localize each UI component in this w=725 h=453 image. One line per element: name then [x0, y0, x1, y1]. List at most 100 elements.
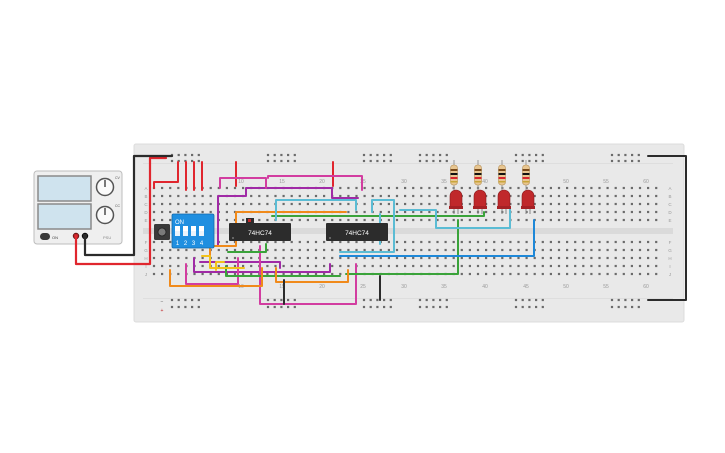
breadboard-hole[interactable]: [152, 194, 156, 198]
breadboard-hole[interactable]: [266, 153, 270, 157]
breadboard-hole[interactable]: [514, 159, 518, 163]
breadboard-hole[interactable]: [197, 159, 200, 163]
breadboard-hole[interactable]: [566, 194, 569, 198]
breadboard-hole[interactable]: [439, 159, 442, 163]
breadboard-hole[interactable]: [363, 240, 366, 244]
breadboard-hole[interactable]: [395, 202, 399, 206]
breadboard-hole[interactable]: [290, 248, 293, 252]
breadboard-hole[interactable]: [566, 218, 569, 222]
breadboard-hole[interactable]: [280, 298, 283, 302]
breadboard-hole[interactable]: [371, 264, 374, 268]
breadboard-hole[interactable]: [369, 305, 372, 309]
breadboard-hole[interactable]: [209, 272, 212, 276]
breadboard-hole[interactable]: [493, 194, 496, 198]
breadboard-hole[interactable]: [460, 210, 463, 214]
wire-cyan[interactable]: [399, 207, 511, 229]
breadboard-hole[interactable]: [177, 305, 180, 309]
breadboard-hole[interactable]: [549, 210, 552, 214]
breadboard-hole[interactable]: [533, 194, 536, 198]
breadboard-hole[interactable]: [201, 202, 204, 206]
breadboard-hole[interactable]: [314, 218, 318, 222]
breadboard-hole[interactable]: [528, 298, 531, 302]
breadboard-hole[interactable]: [282, 194, 285, 198]
breadboard-hole[interactable]: [606, 186, 609, 190]
breadboard-hole[interactable]: [184, 298, 187, 302]
breadboard-hole[interactable]: [177, 159, 180, 163]
breadboard-hole[interactable]: [622, 272, 625, 276]
breadboard-hole[interactable]: [528, 159, 531, 163]
breadboard-hole[interactable]: [363, 194, 366, 198]
breadboard-hole[interactable]: [217, 248, 220, 252]
breadboard-hole[interactable]: [347, 210, 350, 214]
breadboard-hole[interactable]: [509, 248, 512, 252]
breadboard-hole[interactable]: [258, 240, 261, 244]
breadboard-hole[interactable]: [533, 202, 536, 206]
breadboard-hole[interactable]: [331, 272, 334, 276]
breadboard-hole[interactable]: [557, 218, 561, 222]
breadboard-hole[interactable]: [541, 186, 544, 190]
breadboard-hole[interactable]: [574, 240, 577, 244]
breadboard-hole[interactable]: [161, 202, 164, 206]
breadboard-hole[interactable]: [185, 210, 188, 214]
breadboard-hole[interactable]: [323, 202, 326, 206]
breadboard-hole[interactable]: [420, 186, 423, 190]
breadboard-hole[interactable]: [468, 248, 471, 252]
wire-magenta[interactable]: [267, 175, 363, 191]
breadboard-hole[interactable]: [535, 159, 538, 163]
breadboard-hole[interactable]: [242, 272, 245, 276]
breadboard-hole[interactable]: [314, 248, 318, 252]
breadboard-hole[interactable]: [549, 194, 552, 198]
breadboard-hole[interactable]: [485, 264, 488, 268]
breadboard-hole[interactable]: [501, 264, 504, 268]
breadboard-hole[interactable]: [169, 256, 172, 260]
breadboard-hole[interactable]: [493, 248, 496, 252]
breadboard-hole[interactable]: [298, 248, 301, 252]
breadboard-hole[interactable]: [452, 264, 455, 268]
breadboard-hole[interactable]: [566, 256, 569, 260]
breadboard-hole[interactable]: [225, 210, 228, 214]
breadboard-hole[interactable]: [266, 264, 269, 268]
breadboard-hole[interactable]: [339, 240, 342, 244]
breadboard-hole[interactable]: [290, 240, 293, 244]
breadboard-hole[interactable]: [306, 218, 309, 222]
breadboard-hole[interactable]: [161, 186, 164, 190]
breadboard-hole[interactable]: [266, 194, 269, 198]
breadboard-hole[interactable]: [598, 240, 601, 244]
breadboard-hole[interactable]: [614, 272, 617, 276]
breadboard-hole[interactable]: [638, 210, 642, 214]
breadboard-hole[interactable]: [274, 240, 277, 244]
breadboard-hole[interactable]: [379, 202, 382, 206]
breadboard-hole[interactable]: [630, 264, 633, 268]
breadboard-hole[interactable]: [387, 240, 390, 244]
resistor[interactable]: [522, 160, 530, 192]
breadboard-hole[interactable]: [445, 305, 448, 309]
wire-green[interactable]: [345, 219, 459, 275]
breadboard-hole[interactable]: [460, 240, 463, 244]
breadboard-hole[interactable]: [339, 194, 342, 198]
breadboard-hole[interactable]: [197, 305, 200, 309]
breadboard-hole[interactable]: [517, 240, 520, 244]
breadboard-hole[interactable]: [517, 248, 520, 252]
breadboard-hole[interactable]: [509, 264, 512, 268]
breadboard-hole[interactable]: [191, 305, 194, 309]
breadboard-hole[interactable]: [574, 202, 577, 206]
breadboard-hole[interactable]: [439, 298, 442, 302]
breadboard-hole[interactable]: [533, 256, 536, 260]
wire-magenta[interactable]: [219, 177, 267, 189]
breadboard-hole[interactable]: [528, 153, 531, 157]
breadboard-hole[interactable]: [376, 298, 379, 302]
breadboard-hole[interactable]: [525, 272, 528, 276]
breadboard-hole[interactable]: [614, 218, 617, 222]
breadboard-hole[interactable]: [468, 194, 471, 198]
breadboard-hole[interactable]: [193, 272, 196, 276]
breadboard-hole[interactable]: [242, 248, 245, 252]
breadboard-hole[interactable]: [638, 186, 642, 190]
breadboard-hole[interactable]: [395, 210, 399, 214]
breadboard-hole[interactable]: [517, 264, 520, 268]
breadboard-hole[interactable]: [306, 248, 309, 252]
breadboard-hole[interactable]: [468, 272, 471, 276]
wire-rail-jumper[interactable]: [647, 155, 687, 301]
breadboard-hole[interactable]: [525, 218, 528, 222]
breadboard-hole[interactable]: [647, 256, 650, 260]
breadboard-hole[interactable]: [432, 153, 435, 157]
